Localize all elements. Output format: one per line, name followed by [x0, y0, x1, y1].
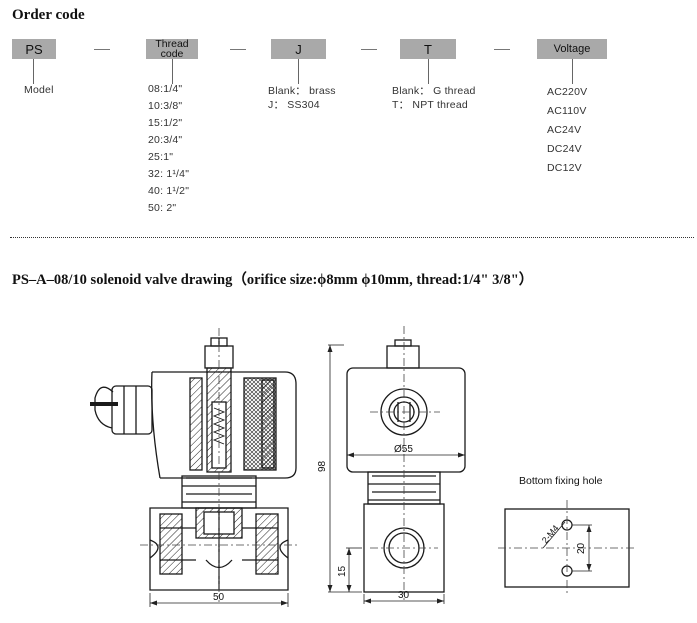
thread-code-item: 10:3/8" — [148, 100, 183, 112]
thread-type-option: T： NPT thread — [392, 99, 468, 111]
model-code-box: PS — [12, 39, 56, 59]
voltage-box: Voltage — [537, 39, 607, 59]
thread-code-item: 20:3/4" — [148, 134, 183, 146]
thread-code-item: 15:1/2" — [148, 117, 183, 129]
separator-dash — [361, 49, 377, 50]
material-option: J： SS304 — [268, 99, 320, 111]
voltage-list: AC220V AC110V AC24V DC24V DC12V — [547, 83, 587, 178]
bottom-fixing-hole-label: Bottom fixing hole — [519, 475, 603, 487]
thread-code-item: 25:1" — [148, 151, 174, 163]
model-label: Model — [24, 84, 54, 96]
dim-coil-diameter: Ø55 — [394, 444, 413, 455]
voltage-item: AC110V — [547, 105, 587, 117]
voltage-item: AC220V — [547, 86, 588, 98]
thread-code-list: 08:1/4" 10:3/8" 15:1/2" 20:3/4" 25:1" 32… — [148, 81, 189, 217]
section-divider — [10, 237, 694, 238]
dim-side-width: 50 — [213, 592, 225, 603]
dim-hole-size: 2-M4 — [540, 523, 561, 545]
thread-code-box: Thread code — [146, 39, 198, 59]
voltage-item: DC12V — [547, 162, 582, 174]
voltage-item: DC24V — [547, 143, 582, 155]
leader-line — [172, 59, 173, 84]
thread-code-item: 08:1/4" — [148, 83, 183, 95]
thread-code-box-line2: code — [160, 48, 184, 60]
dim-base-height: 15 — [337, 565, 348, 577]
dim-hole-spacing: 20 — [576, 542, 587, 554]
material-options: Blank： brass J： SS304 — [268, 84, 336, 112]
leader-line — [298, 59, 299, 84]
order-code-heading: Order code — [12, 7, 85, 23]
thread-code-item: 40: 1¹/2" — [148, 185, 190, 197]
leader-line — [572, 59, 573, 84]
thread-code-box-line1: Thread — [155, 38, 189, 50]
leader-line — [428, 59, 429, 84]
dim-body-width: 30 — [398, 590, 410, 601]
separator-dash — [494, 49, 510, 50]
dim-total-height: 98 — [317, 460, 328, 472]
separator-dash — [230, 49, 246, 50]
thread-code-item: 50: 2" — [148, 202, 177, 214]
material-option: Blank： brass — [268, 85, 336, 97]
separator-dash — [94, 49, 110, 50]
thread-type-box: T — [400, 39, 456, 59]
drawing-title: PS–A–08/10 solenoid valve drawing（orific… — [12, 272, 534, 288]
thread-type-option: Blank： G thread — [392, 85, 476, 97]
material-code-box: J — [271, 39, 326, 59]
thread-type-options: Blank： G thread T： NPT thread — [392, 84, 476, 112]
thread-code-item: 32: 1¹/4" — [148, 168, 190, 180]
voltage-item: AC24V — [547, 124, 582, 136]
leader-line — [33, 59, 34, 84]
